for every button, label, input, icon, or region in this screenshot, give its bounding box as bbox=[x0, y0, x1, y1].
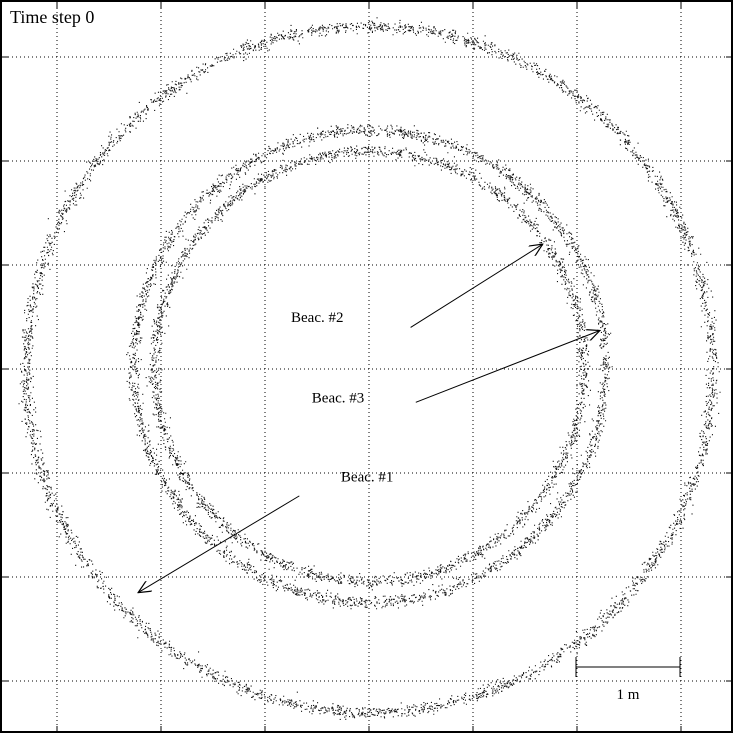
particle-points bbox=[18, 17, 721, 721]
beacon-label: Beac. #3 bbox=[312, 390, 364, 406]
beacon-arrow bbox=[410, 244, 543, 328]
chart-title: Time step 0 bbox=[10, 7, 94, 27]
beacon-arrow bbox=[138, 495, 300, 593]
scale-bar-label: 1 m bbox=[617, 687, 640, 703]
particle-ring-3 bbox=[145, 145, 591, 591]
scale-bar: 1 m bbox=[575, 657, 681, 703]
beacon-label: Beac. #1 bbox=[341, 469, 393, 485]
particle-ring-1 bbox=[18, 17, 721, 721]
particle-clouds bbox=[18, 17, 721, 721]
annotations: Beac. #2 Beac. #3 Beac. #1 bbox=[138, 244, 600, 592]
beacon-arrow bbox=[415, 331, 600, 403]
beacon-label: Beac. #2 bbox=[291, 310, 343, 326]
particle-points bbox=[145, 145, 591, 591]
